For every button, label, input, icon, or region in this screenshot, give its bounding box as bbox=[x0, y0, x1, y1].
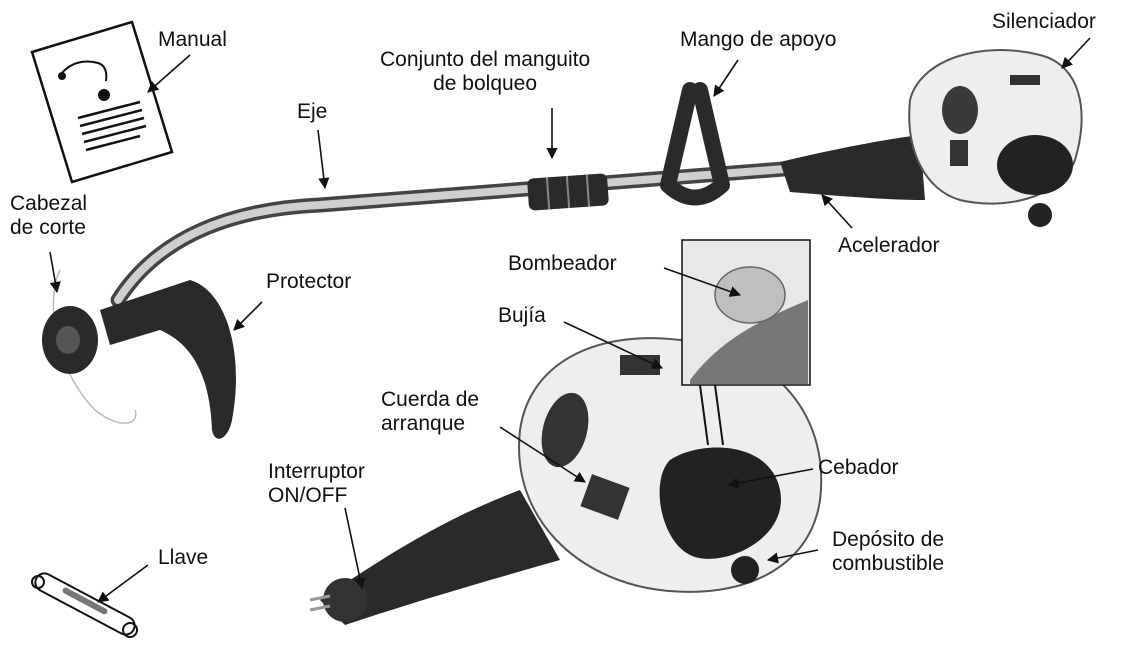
cutting-head-and-guard bbox=[42, 269, 236, 439]
shaft bbox=[110, 152, 908, 308]
label-support-handle: Mango de apoyo bbox=[680, 28, 837, 51]
label-coupler-sleeve: Conjunto del manguito de bolqueo bbox=[380, 48, 591, 95]
label-shaft: Eje bbox=[297, 100, 328, 123]
label-primer-bulb: Bombeador bbox=[508, 252, 617, 275]
label-fuel-tank: Depósito de combustible bbox=[832, 528, 945, 575]
label-cutting-head: Cabezal de corte bbox=[10, 192, 88, 239]
manual-booklet-icon bbox=[30, 20, 174, 184]
label-on-off-switch: Interruptor ON/OFF bbox=[268, 460, 365, 507]
label-muffler: Silenciador bbox=[992, 10, 1096, 33]
label-throttle: Acelerador bbox=[838, 234, 940, 257]
engine-top bbox=[780, 49, 1083, 227]
primer-bulb-inset bbox=[681, 239, 811, 446]
support-handle bbox=[660, 82, 730, 206]
label-guard: Protector bbox=[266, 270, 352, 293]
leader-arrows bbox=[49, 37, 1091, 603]
label-wrench: Llave bbox=[158, 546, 209, 569]
label-starter-rope: Cuerda de arranque bbox=[381, 388, 480, 435]
label-spark-plug: Bujía bbox=[498, 304, 546, 327]
coupler-sleeve bbox=[527, 173, 609, 211]
wrench-icon bbox=[31, 572, 138, 638]
label-choke: Cebador bbox=[818, 456, 899, 479]
label-manual: Manual bbox=[158, 28, 227, 51]
